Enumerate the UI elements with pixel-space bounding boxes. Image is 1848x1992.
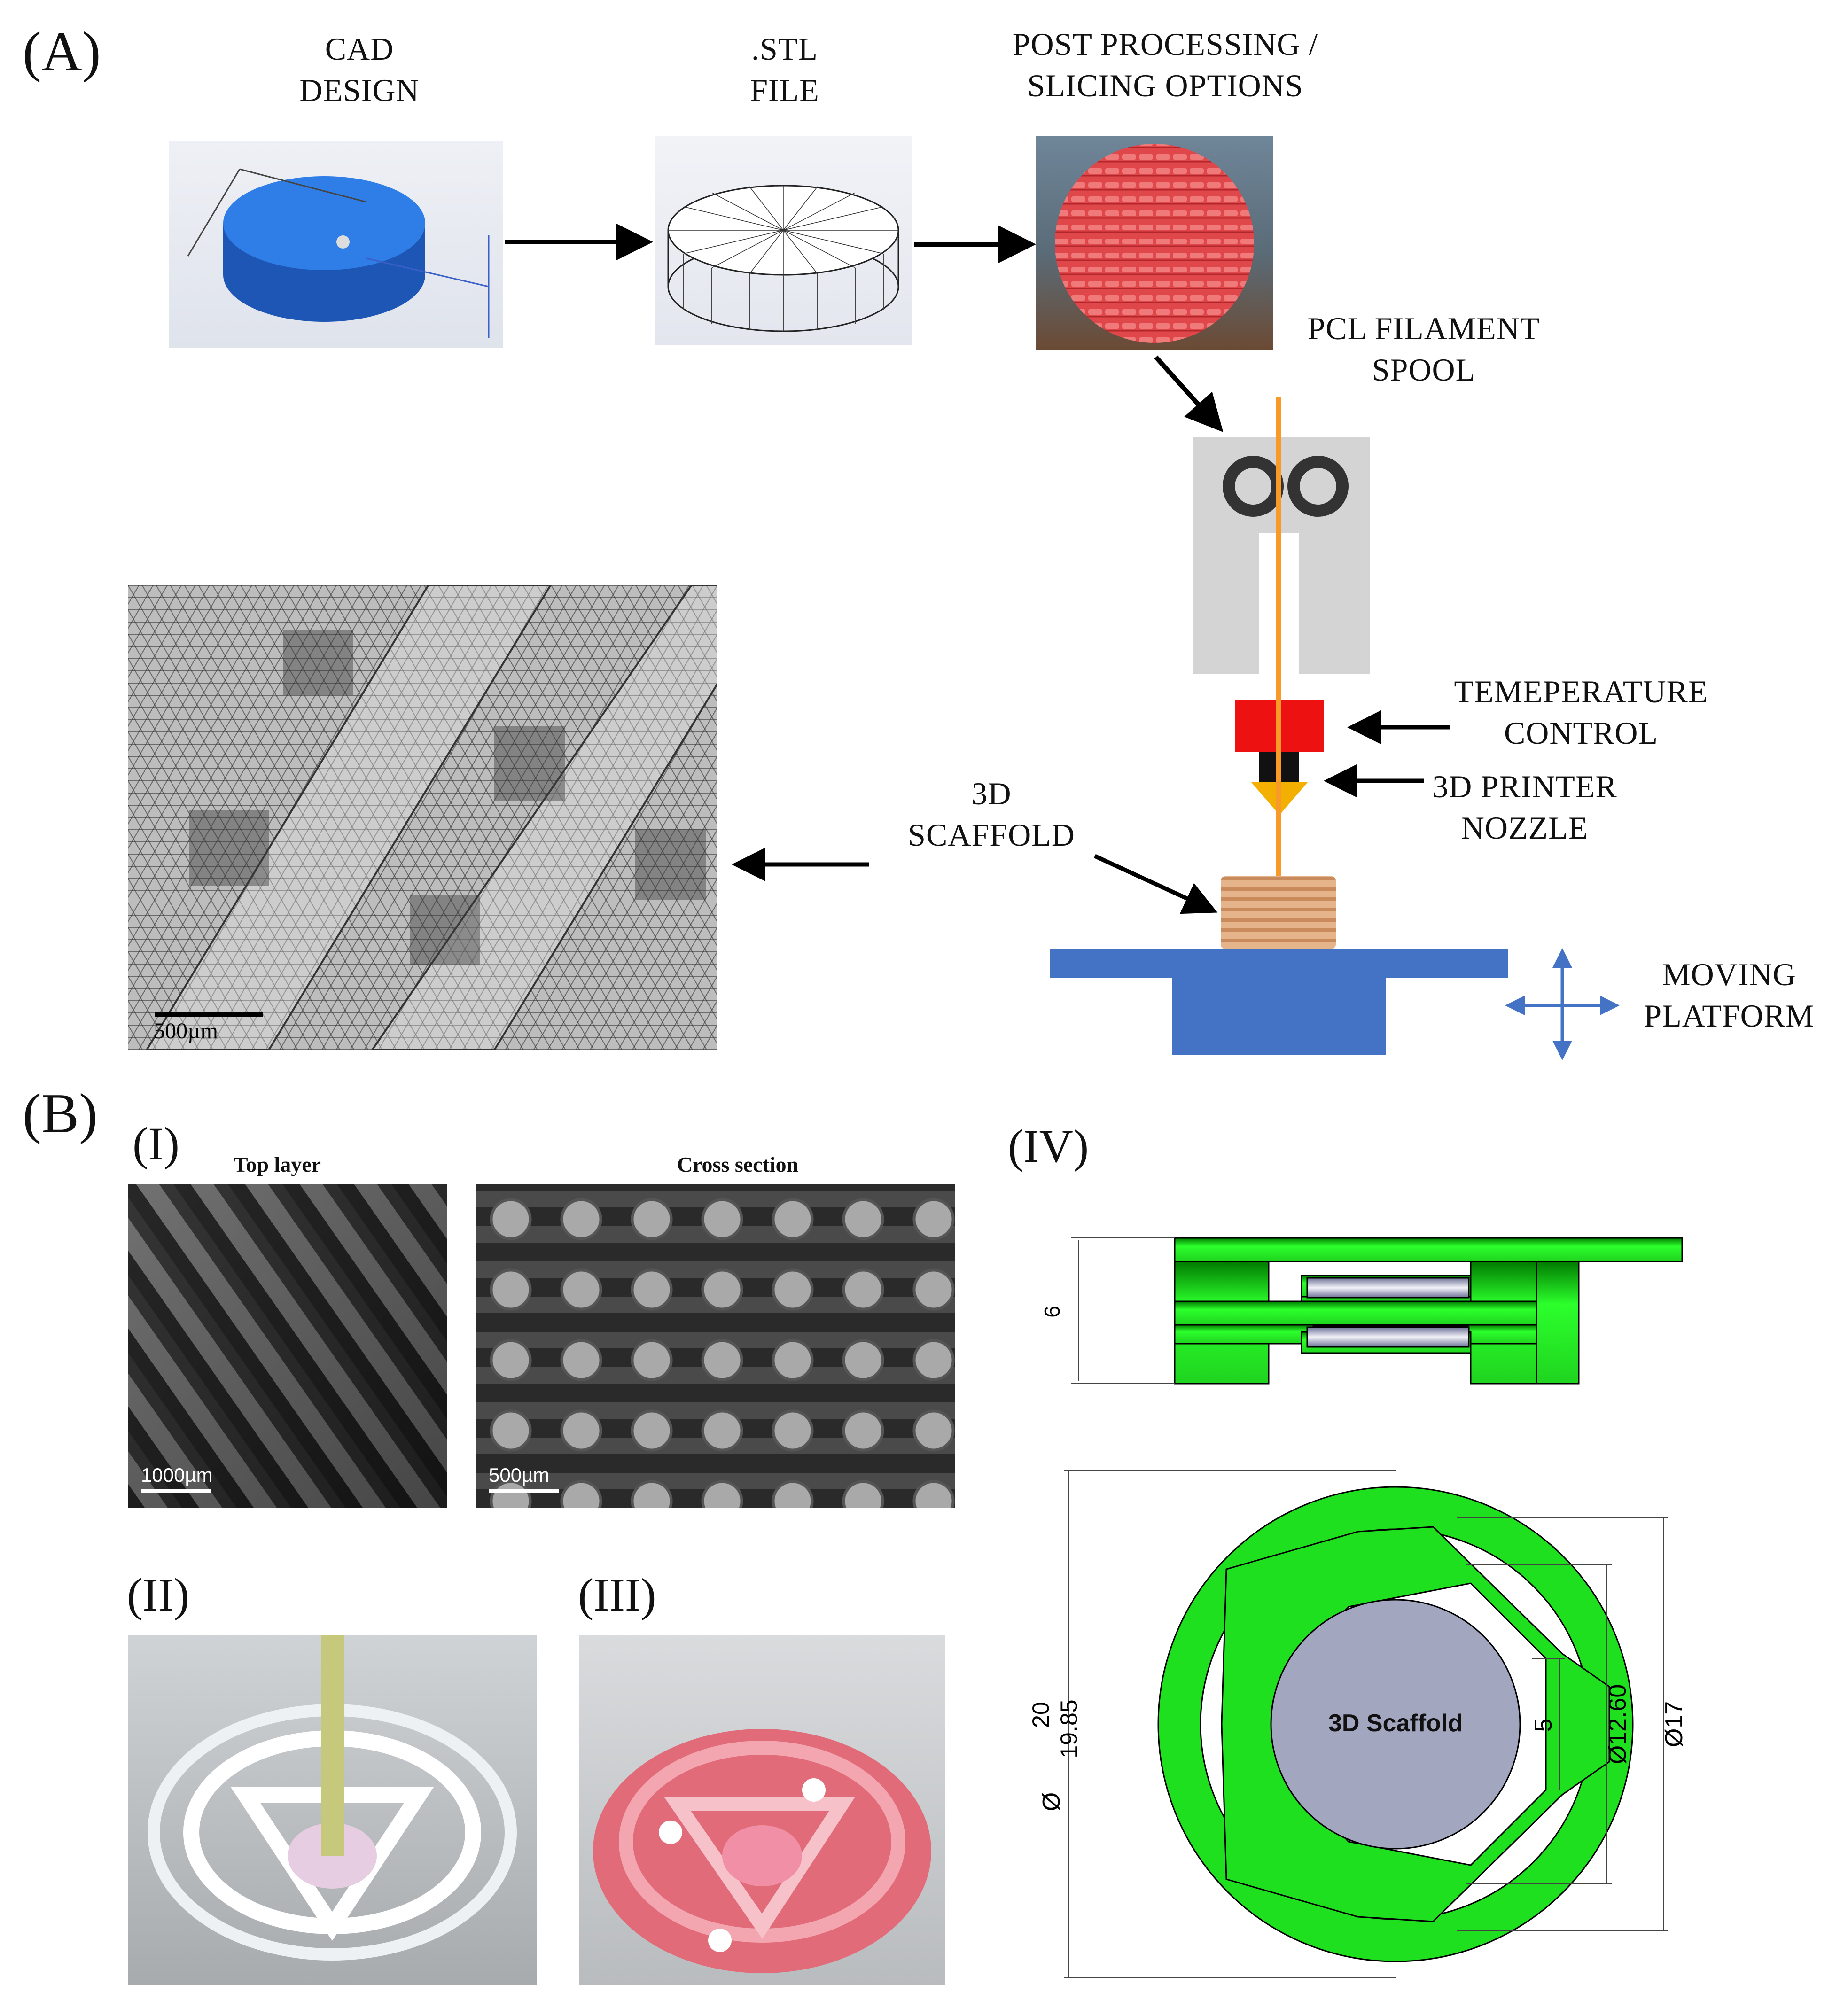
arrow-scaffold <box>1094 854 1218 914</box>
printed-scaffold <box>1221 876 1336 949</box>
platform-label-line1: MOVING <box>1662 957 1796 992</box>
insert-technical-drawing: 6 3D Scaffold 20 19.85 Ø Ø17 Ø12.60 5 <box>1028 1237 1688 1978</box>
top-layer-shade <box>128 1184 447 1508</box>
height-dimension: 6 <box>1040 1306 1064 1318</box>
sem-top-layer-image: 1000µm <box>128 1184 447 1508</box>
top-layer-scale-text: 1000µm <box>141 1464 213 1486</box>
scaffold-mesh-image: 500µm <box>128 585 717 1050</box>
post-caption-line1: POST PROCESSING / <box>1012 26 1318 62</box>
moving-platform-label: MOVING PLATFORM <box>1626 954 1832 1037</box>
post-caption-line2: SLICING OPTIONS <box>1027 68 1303 104</box>
temperature-label-line2: CONTROL <box>1504 715 1659 751</box>
scaffold-label: 3D SCAFFOLD <box>893 773 1090 856</box>
side-view-scaffold-bottom <box>1306 1326 1470 1348</box>
stl-caption-line1: .STL <box>751 31 818 67</box>
side-view-scaffold-top <box>1306 1277 1470 1299</box>
sub-panel-ii-label: (II) <box>127 1569 190 1621</box>
panel-a-letter: (A) <box>23 20 101 83</box>
arrow-slice-to-printer <box>1154 355 1224 432</box>
stl-file-image <box>655 136 912 345</box>
mesh-struts-drawing <box>145 585 717 1050</box>
pcl-filament-line <box>1276 397 1281 895</box>
photo-iii-drawing <box>593 1729 931 1973</box>
slicing-preview-image <box>1036 136 1273 350</box>
cad-design-caption: CAD DESIGN <box>263 28 456 111</box>
outer-diameter-value: 20 <box>1028 1702 1054 1728</box>
platform-top <box>1050 949 1508 978</box>
photo-iii-insert-with-media <box>579 1635 945 1985</box>
stl-caption-line2: FILE <box>750 72 819 109</box>
nozzle-label: 3D PRINTER NOZZLE <box>1410 766 1640 849</box>
outer-diameter-symbol: Ø <box>1038 1792 1065 1811</box>
extruder-gear-right <box>1287 456 1349 517</box>
scaffold-center-label: 3D Scaffold <box>1328 1710 1463 1737</box>
outer-diameter-tolerance: 19.85 <box>1056 1699 1082 1758</box>
photo-ii-insert-in-well <box>128 1635 537 1985</box>
sub-panel-i-label: (I) <box>133 1118 179 1170</box>
nozzle-label-line2: NOZZLE <box>1461 810 1589 846</box>
diameter-12-60-dimension: Ø12.60 <box>1604 1684 1631 1765</box>
extruder-gear-left <box>1223 456 1284 517</box>
scaffold-label-line1: 3D <box>971 776 1012 811</box>
pcl-label-line1: PCL FILAMENT <box>1307 311 1540 346</box>
platform-base <box>1172 977 1386 1055</box>
diameter-17-dimension: Ø17 <box>1661 1701 1688 1747</box>
cross-section-scale-text: 500µm <box>489 1464 550 1486</box>
mesh-scale-bar <box>155 1012 263 1017</box>
gap-5-dimension: 5 <box>1530 1719 1557 1732</box>
cad-design-image <box>169 141 503 348</box>
temperature-control-label: TEMEPERATURE CONTROL <box>1426 671 1736 754</box>
pcl-filament-label: PCL FILAMENT SPOOL <box>1283 308 1565 391</box>
cad-caption-line1: CAD <box>325 31 394 67</box>
nozzle-label-line1: 3D PRINTER <box>1432 769 1617 804</box>
photo-ii-drawing <box>148 1635 517 1961</box>
top-layer-title: Top layer <box>233 1152 321 1176</box>
sub-panel-iv-label: (IV) <box>1008 1120 1089 1172</box>
sem-cross-section-image: 500µm <box>476 1184 955 1508</box>
panel-b-letter: (B) <box>23 1082 98 1144</box>
sliced-disc-drawing <box>1055 144 1254 343</box>
temperature-label-line1: TEMEPERATURE <box>1454 674 1708 709</box>
top-view <box>1157 1486 1634 1962</box>
stl-wireframe-drawing <box>667 185 899 332</box>
pcl-label-line2: SPOOL <box>1372 352 1476 388</box>
post-processing-caption: POST PROCESSING / SLICING OPTIONS <box>963 23 1367 107</box>
cross-section-scale-bar <box>489 1489 559 1493</box>
platform-label-line2: PLATFORM <box>1644 998 1815 1034</box>
cad-caption-line2: DESIGN <box>299 72 420 109</box>
side-view <box>1174 1237 1683 1385</box>
stl-file-caption: .STL FILE <box>686 28 883 111</box>
cad-cylinder-drawing <box>187 168 490 338</box>
scaffold-label-line2: SCAFFOLD <box>908 817 1075 853</box>
cross-section-title: Cross section <box>677 1152 799 1176</box>
sub-panel-iii-label: (III) <box>578 1569 656 1621</box>
mesh-scale-text: 500µm <box>154 1019 218 1043</box>
top-layer-scale-bar <box>141 1489 211 1493</box>
